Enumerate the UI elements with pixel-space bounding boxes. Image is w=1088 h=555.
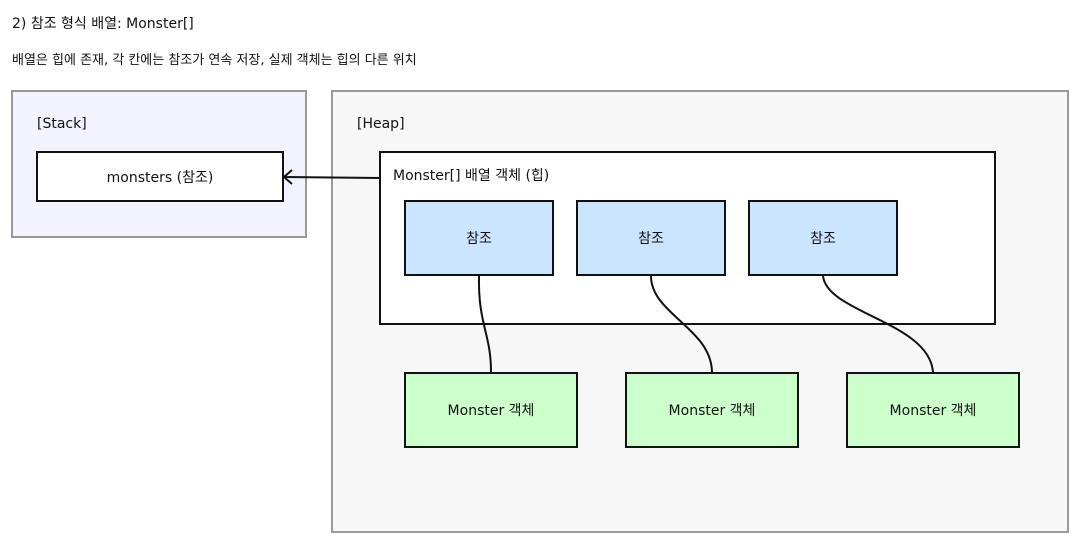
diagram-title: 2) 참조 형식 배열: Monster[]: [12, 16, 194, 32]
reference-cell-2: 참조: [576, 200, 726, 276]
monsters-reference-box: monsters (참조): [36, 151, 284, 202]
monster-object-3: Monster 객체: [846, 372, 1020, 448]
stack-label: [Stack]: [37, 116, 87, 132]
array-object-label: Monster[] 배열 객체 (힙): [393, 168, 550, 184]
reference-cell-1: 참조: [404, 200, 554, 276]
monster-object-1: Monster 객체: [404, 372, 578, 448]
diagram-subtitle: 배열은 힙에 존재, 각 칸에는 참조가 연속 저장, 실제 객체는 힙의 다른…: [12, 53, 417, 68]
reference-cell-3: 참조: [748, 200, 898, 276]
monster-object-2: Monster 객체: [625, 372, 799, 448]
heap-label: [Heap]: [357, 116, 405, 132]
